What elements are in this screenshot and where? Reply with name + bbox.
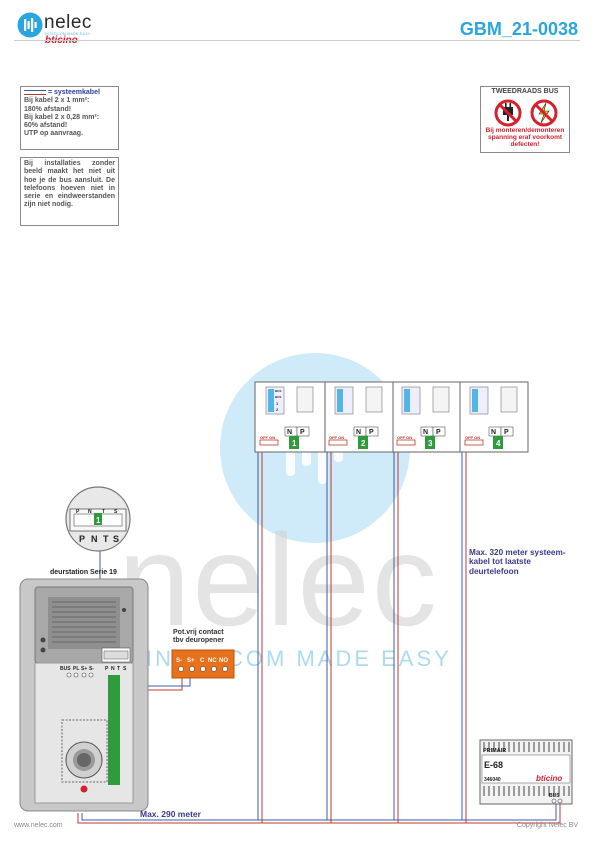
psu-bus: BUS <box>549 793 560 799</box>
phone-2-p: P <box>369 429 374 436</box>
phone-unit-4 <box>459 381 529 453</box>
phone-4-number: 4 <box>496 439 501 448</box>
ds-terminal-smin: S- <box>89 666 94 672</box>
contact-terminal-splus: S+ <box>187 658 195 664</box>
no-power-icon <box>530 99 558 127</box>
warning-title: TWEEDRAADS BUS <box>491 88 559 95</box>
phone-1-pin-3: 1 <box>276 401 279 406</box>
zoom-label-p: P <box>79 534 85 544</box>
zoom-label-t: T <box>103 534 109 544</box>
legend-line-1: Bij kabel 2 x 1 mm²: <box>24 97 90 105</box>
zoom-terminal-s: S <box>114 509 118 515</box>
phone-1-number: 1 <box>292 439 297 448</box>
phone-4-p: P <box>504 429 509 436</box>
ds-terminal-pl: PL <box>73 666 79 672</box>
phone-2-offon: OFF ON <box>329 435 344 440</box>
phone-units <box>254 381 529 453</box>
phone-1-offon: OFF ON <box>260 435 275 440</box>
zoom-terminal-t: T <box>102 509 105 515</box>
phone-3-p: P <box>436 429 441 436</box>
door-opener-contact <box>171 649 235 679</box>
contact-terminal-smin: S- <box>176 658 182 664</box>
contact-terminal-nc: NC <box>208 658 217 664</box>
ds-terminal-bus: BUS <box>60 666 71 672</box>
phone-unit-3 <box>392 381 461 453</box>
legend-line-5: UTP op aanvraag. <box>24 130 84 138</box>
svg-text:nelec: nelec <box>118 507 439 653</box>
info-box: Bij installaties zonder beeld maakt het … <box>20 157 119 226</box>
phone-3-offon: OFF ON <box>397 435 412 440</box>
phone-1-pin-2: BUS <box>275 395 281 399</box>
doc-code: GBM_21-0038 <box>459 19 578 39</box>
phone-unit-2 <box>324 381 394 453</box>
phone-4-n: N <box>491 429 496 436</box>
cable-legend-box: = systeemkabel Bij kabel 2 x 1 mm²: 180%… <box>20 86 119 150</box>
door-station <box>19 578 149 812</box>
contact-label: Pot.vrij contact tbv deuropener <box>173 629 224 645</box>
phone-unit-1 <box>254 381 326 453</box>
phone-1-n: N <box>287 429 292 436</box>
legend-line-4: 60% afstand! <box>24 122 68 129</box>
contact-terminal-c: C <box>200 658 205 664</box>
psu-brand: bticino <box>536 774 562 783</box>
max-290-label: Max. 290 meter <box>140 809 201 819</box>
zoom-terminal-p: P <box>76 509 80 515</box>
ds-terminal-splus: S+ <box>81 666 87 672</box>
power-supply <box>479 739 573 805</box>
phone-3-n: N <box>423 429 428 436</box>
legend-text: = systeemkabel <box>47 89 100 96</box>
psu-primary: PRIMAIR <box>483 748 506 754</box>
psu-model: E-68 <box>484 760 503 770</box>
warning-icons <box>494 99 558 127</box>
legend-line: = systeemkabel <box>24 89 115 97</box>
no-plug-icon <box>494 99 522 127</box>
legend-line-2: 180% afstand! <box>24 105 72 113</box>
nelec-logo-icon <box>17 12 43 38</box>
phone-2-number: 2 <box>361 439 366 448</box>
phone-4-offon: OFF ON <box>465 435 480 440</box>
terminal-zoom <box>65 486 131 552</box>
footer-url[interactable]: www.nelec.com <box>14 822 63 829</box>
phone-2-n: N <box>356 429 361 436</box>
legend-line-3: Bij kabel 2 x 0,28 mm²: <box>24 113 100 121</box>
ds-ptns-p: P <box>105 666 109 672</box>
phone-3-number: 3 <box>428 439 433 448</box>
cable-symbol-icon <box>24 89 46 95</box>
footer-copyright: Copyright Nelec BV <box>516 822 578 829</box>
phone-1-pin-4: 2 <box>276 407 279 412</box>
warning-text: Bij monteren/demonteren spanning eraf vo… <box>485 127 565 148</box>
psu-part: 346040 <box>484 777 501 783</box>
ds-ptns-s: S <box>123 666 127 672</box>
logo-tagline: INTERCOM MADE EASY <box>45 32 91 36</box>
door-station-label: deurstation Serie 19 <box>50 569 117 576</box>
contact-terminal-no: NO <box>219 658 228 664</box>
zoom-label-s: S <box>113 534 119 544</box>
max-320-label: Max. 320 meter systeem- kabel tot laatst… <box>469 548 566 576</box>
warning-box: TWEEDRAADS BUS Bij monteren/demonteren s… <box>480 86 570 153</box>
phone-1-p: P <box>300 429 305 436</box>
zoom-label-n: N <box>91 534 98 544</box>
phone-1-pin-1: BUS <box>275 389 281 393</box>
logo-name: nelec <box>44 12 92 33</box>
ds-ptns-t: T <box>117 666 120 672</box>
zoom-address: 1 <box>96 516 101 525</box>
ds-ptns-n: N <box>111 666 115 672</box>
zoom-terminal-n: N <box>88 509 92 515</box>
header-divider <box>14 40 580 41</box>
